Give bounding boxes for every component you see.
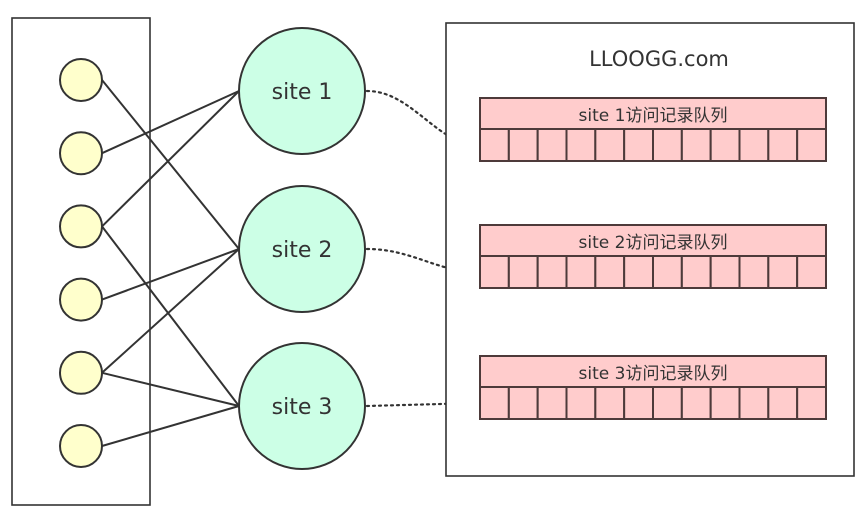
queue-cell xyxy=(652,255,683,289)
queue-cell xyxy=(594,255,626,289)
queue-cell xyxy=(507,386,539,420)
queue-cell xyxy=(507,255,539,289)
connection-line xyxy=(101,79,240,250)
queue-cell xyxy=(796,386,828,420)
users-container xyxy=(11,17,151,506)
queue: site 1访问记录队列 xyxy=(479,97,828,162)
site-node xyxy=(238,342,366,470)
site-label: site 3 xyxy=(272,395,333,420)
queue-cell xyxy=(623,255,655,289)
queue-cell xyxy=(767,128,799,162)
queue-cell xyxy=(767,386,799,420)
user-nodes xyxy=(59,58,103,468)
queue-label: site 3访问记录队列 xyxy=(579,364,728,384)
user-node xyxy=(59,350,103,395)
queue-cell xyxy=(536,386,568,420)
queue-cell xyxy=(680,128,712,162)
queue-cell xyxy=(565,128,597,162)
user-node xyxy=(59,204,103,249)
queue: site 2访问记录队列 xyxy=(479,224,828,289)
user-node xyxy=(59,424,103,468)
queue-cell xyxy=(738,128,770,162)
queue-cell xyxy=(738,386,770,420)
connection-line xyxy=(101,405,240,447)
queues: site 1访问记录队列 site 2访问记录队列 site 3访问记录队列 xyxy=(479,97,828,420)
queue-cell xyxy=(507,128,539,162)
user-node xyxy=(59,58,103,102)
site-label: site 2 xyxy=(272,238,333,263)
queue-cell xyxy=(767,255,799,289)
queue-cell xyxy=(796,255,828,289)
dotted-arrow xyxy=(365,89,480,149)
queue: site 3访问记录队列 xyxy=(479,355,828,420)
queue-cell xyxy=(594,128,626,162)
connection-line xyxy=(101,225,240,407)
queue-label: site 1访问记录队列 xyxy=(579,106,728,126)
user-node xyxy=(59,277,103,322)
queue-cell xyxy=(536,128,568,162)
queue-cell xyxy=(623,386,655,420)
queue-cell xyxy=(536,255,568,289)
queue-label: site 2访问记录队列 xyxy=(579,233,728,253)
queue-cell xyxy=(594,386,626,420)
queue-cell xyxy=(565,255,597,289)
queue-cell xyxy=(479,128,510,162)
queue-cell xyxy=(709,128,741,162)
queue-cell xyxy=(652,128,683,162)
queue-cell xyxy=(479,386,510,420)
queue-cell xyxy=(796,128,828,162)
queue-cell xyxy=(623,128,655,162)
user-node xyxy=(59,131,103,176)
connection-lines xyxy=(101,79,240,447)
queue-cell xyxy=(479,255,510,289)
queue-cell xyxy=(680,386,712,420)
queue-cell xyxy=(709,255,741,289)
queue-cell xyxy=(652,386,683,420)
connection-line xyxy=(101,248,240,301)
queue-cell xyxy=(709,386,741,420)
queue-cell xyxy=(565,386,597,420)
queue-cell xyxy=(738,255,770,289)
site-node xyxy=(238,27,366,155)
connection-line xyxy=(101,371,240,407)
connection-line xyxy=(101,248,240,374)
connection-line xyxy=(101,90,240,155)
server-title: LLOOGG.com xyxy=(589,47,729,71)
site-label: site 1 xyxy=(272,80,333,105)
site-nodes: site 1 site 2 site 3 xyxy=(238,27,366,470)
site-node xyxy=(238,185,366,313)
connection-line xyxy=(101,90,240,228)
queue-cell xyxy=(680,255,712,289)
